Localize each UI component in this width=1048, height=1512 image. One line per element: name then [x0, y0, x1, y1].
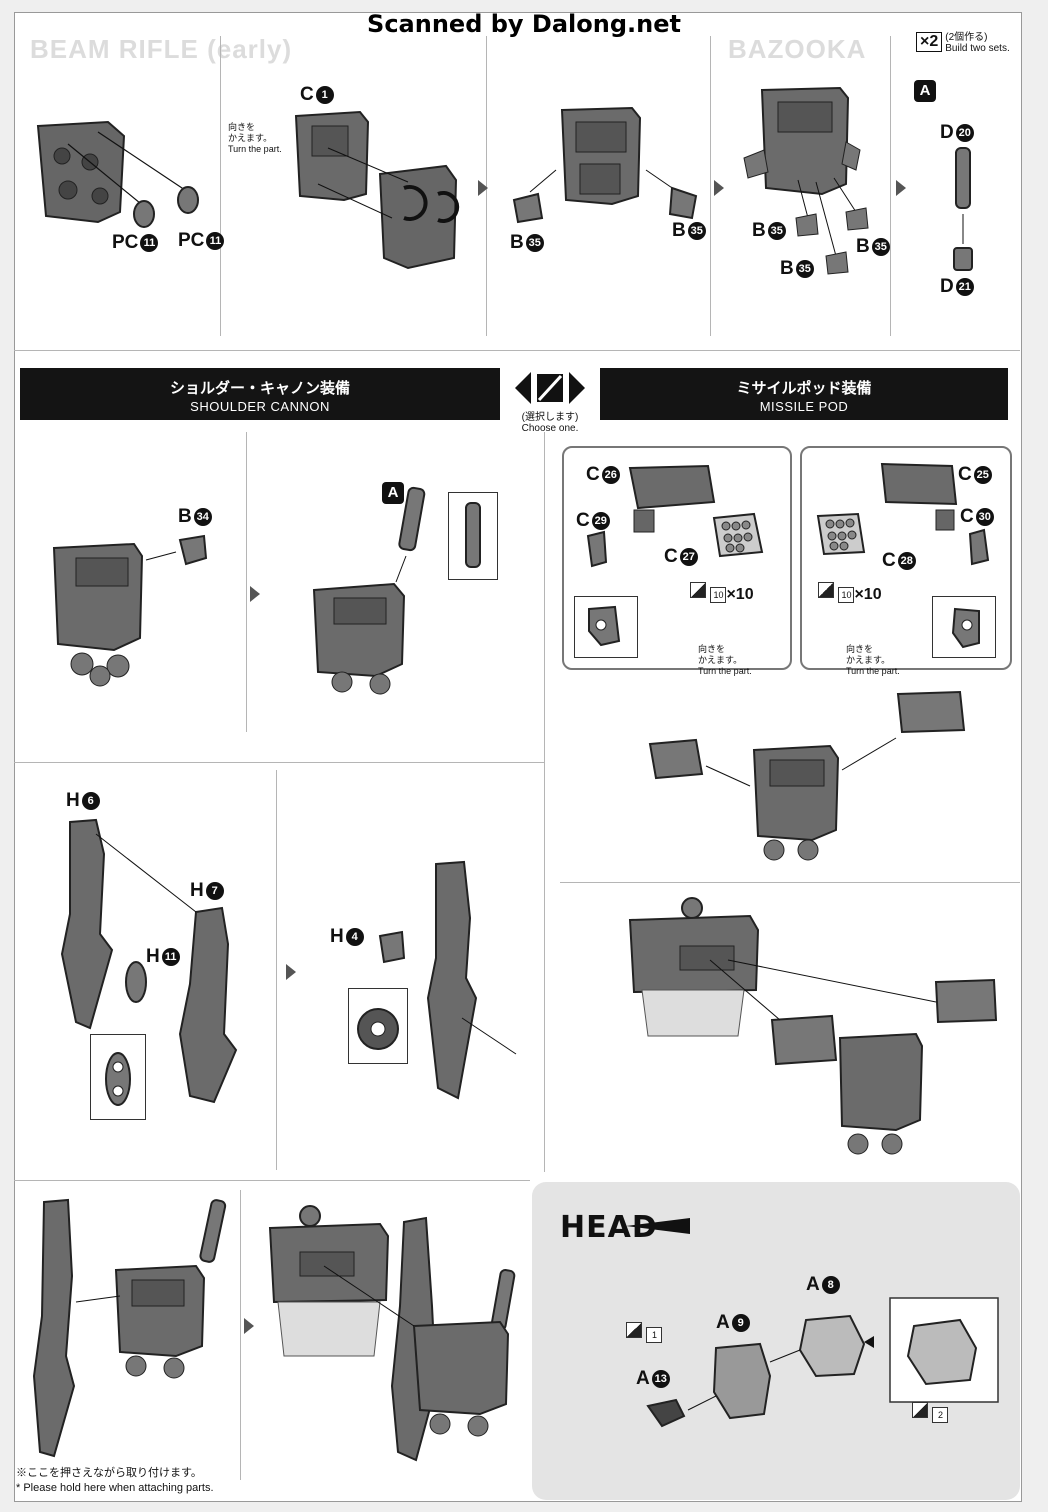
detail-callout [932, 596, 996, 658]
divider [240, 1190, 241, 1480]
torso-missile-pod-assembly-diagram [648, 690, 966, 861]
sticker-qty: 10×10 [690, 582, 754, 604]
head-sticker-1: 1 [626, 1322, 663, 1344]
divider [14, 350, 1020, 351]
divider [544, 432, 545, 1172]
option-left-pod [562, 446, 792, 670]
cannon-grip-parts-diagram [60, 818, 238, 1104]
right-pod-parts-diagram [816, 462, 990, 566]
turn-part-note: 向きを かえます。Turn the part. [228, 122, 282, 154]
choice-arrows-icon [515, 372, 585, 404]
section-header-shoulder-cannon: ショルダー・キャノン装備 SHOULDER CANNON [20, 368, 500, 420]
final-missile-pod-assembly-diagram [628, 897, 998, 1155]
ghost-title: BEAM RIFLE (early) [30, 34, 293, 64]
ghost-title: BAZOOKA [728, 34, 867, 64]
cannon-attach-diagram [32, 1198, 227, 1458]
cannon-grip-assembly-diagram [378, 860, 517, 1100]
torso-lower-thrusters-diagram [743, 86, 869, 275]
detail-callout [448, 492, 498, 580]
head-parts-diagram [646, 1297, 999, 1428]
step-arrow [250, 586, 260, 602]
divider [14, 1180, 530, 1181]
divider [276, 770, 277, 1170]
left-pod-parts-diagram [586, 464, 764, 568]
turn-part-note: 向きを かえます。Turn the part. [698, 644, 752, 676]
subassembly-badge-a: A [914, 80, 936, 102]
divider [246, 432, 247, 732]
detail-callout [574, 596, 638, 658]
footnote: ※ここを押さえながら取り付けます。 * Please hold here whe… [16, 1467, 214, 1494]
subassembly-badge-a: A [382, 482, 404, 504]
detail-callout [348, 988, 408, 1064]
divider [14, 762, 544, 763]
divider [890, 36, 891, 336]
divider [560, 882, 1020, 883]
title-arrow-icon [626, 1218, 690, 1234]
sticker-qty: 10×10 [818, 582, 882, 604]
step-arrow [286, 964, 296, 980]
rod-parts-diagram [953, 147, 973, 271]
final-cannon-assembly-diagram [268, 1205, 516, 1462]
scan-credit: Scanned by Dalong.net [367, 10, 681, 38]
divider [220, 36, 221, 336]
divider [710, 36, 711, 336]
build-two-sets-note: ×2(2個作る)Build two sets. [916, 32, 1010, 54]
turn-part-note: 向きを かえます。Turn the part. [846, 644, 900, 676]
torso-cannon-diagram [312, 486, 426, 695]
detail-callout [90, 1034, 146, 1120]
torso-frame-diagram [36, 120, 199, 228]
option-right-pod [800, 446, 1012, 670]
torso-cannon-mount-diagram [52, 534, 208, 687]
step-arrow [478, 180, 488, 196]
step-arrow [896, 180, 906, 196]
step-arrow [714, 180, 724, 196]
head-sticker-2: 2 [912, 1402, 949, 1424]
torso-with-thrusters-diagram [512, 106, 698, 224]
torso-assembly-diagram [294, 110, 460, 270]
choose-one-indicator: (選択します) Choose one. [506, 368, 594, 434]
step-arrow [244, 1318, 254, 1334]
section-header-missile-pod: ミサイルポッド装備 MISSILE POD [600, 368, 1008, 420]
